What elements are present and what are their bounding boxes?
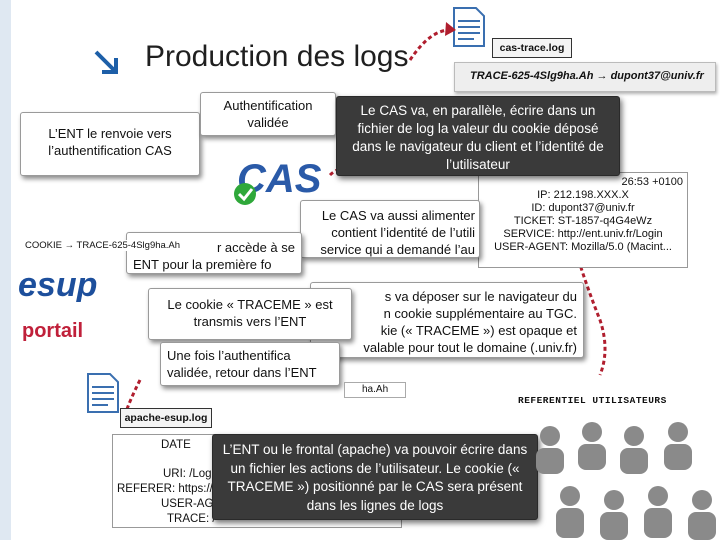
bubble-first-access: r accède à se ENT pour la première fo xyxy=(126,232,302,274)
cas-log-ticket: TICKET: ST-1857-q4G4eWz xyxy=(513,215,653,227)
document-icon xyxy=(87,373,119,413)
bubble-cas-cookie: s va déposer sur le navigateur du n cook… xyxy=(310,282,584,358)
esup-logo: esup xyxy=(18,266,97,302)
bubble-cas-parallel-text: Le CAS va, en parallèle, écrire dans un … xyxy=(352,103,604,172)
bubble-cas-also: Le CAS va aussi alimenter contient l’ide… xyxy=(300,200,480,258)
trace-mapping: TRACE-625-4Slg9ha.Ah → dupont37@univ.fr xyxy=(470,70,704,82)
bubble-back-to-ent-line2: validée, retour dans l’ENT xyxy=(167,365,317,380)
apache-log-url: URI: /Login xyxy=(163,468,221,480)
hidden-value-box: ha.Ah xyxy=(344,382,406,398)
cas-logo: CAS xyxy=(234,157,322,205)
cas-log-service: SERVICE: http://ent.univ.fr/Login xyxy=(503,228,663,240)
apache-log-referer: REFERER: https://v xyxy=(117,483,219,495)
slide-title: Production des logs xyxy=(145,40,409,73)
bubble-cas-parallel: Le CAS va, en parallèle, écrire dans un … xyxy=(336,96,620,176)
bubble-auth-validated-line1: Authentification xyxy=(223,98,313,113)
bubble-ent-redirect-text: L’ENT le renvoie vers l’authentification… xyxy=(48,126,172,158)
bubble-cas-cookie-line2: n cookie supplémentaire au TGC. xyxy=(383,306,577,321)
portail-logo: portail xyxy=(22,320,84,342)
document-icon xyxy=(453,7,485,47)
apache-log-trace: TRACE: / xyxy=(167,513,216,525)
sidebar-stripe xyxy=(0,0,11,540)
bubble-back-to-ent-line1: Une fois l’authentifica xyxy=(167,348,291,363)
bubble-cookie-sent: Le cookie « TRACEME » est transmis vers … xyxy=(148,288,352,340)
cas-log-time: 26:53 +0100 xyxy=(621,176,683,188)
cas-log-entry: 26:53 +0100 IP: 212.198.XXX.X ID: dupont… xyxy=(478,172,688,268)
users-icon-grid xyxy=(536,422,716,540)
referentiel-label: REFERENTIEL UTILISATEURS xyxy=(518,395,667,406)
bubble-apache-write-text: L’ENT ou le frontal (apache) va pouvoir … xyxy=(222,442,528,513)
bubble-cas-cookie-line1: s va déposer sur le navigateur du xyxy=(384,289,577,304)
cas-log-ip: IP: 212.198.XXX.X xyxy=(537,189,629,201)
cas-log-id: ID: dupont37@univ.fr xyxy=(531,202,635,214)
bubble-auth-validated-line2: validée xyxy=(247,115,289,130)
bubble-cas-also-line1: Le CAS va aussi alimenter xyxy=(321,208,475,223)
apache-log-date: DATE xyxy=(161,439,191,451)
cookie-mapping: COOKIE → TRACE-625-4Slg9ha.Ah xyxy=(25,240,181,251)
esup-logo-text: esup xyxy=(18,266,97,302)
apache-log-filename: apache-esup.log xyxy=(120,408,212,428)
cas-log-user-agent: USER-AGENT: Mozilla/5.0 (Macint... xyxy=(494,241,672,253)
cas-trace-filename: cas-trace.log xyxy=(492,38,572,58)
bubble-ent-redirect: L’ENT le renvoie vers l’authentification… xyxy=(20,112,200,176)
bubble-auth-validated: Authentification validée xyxy=(200,92,336,136)
bubble-cas-cookie-line3: kie (« TRACEME ») est opaque et xyxy=(380,323,577,338)
bubble-first-access-line2: ENT pour la première fo xyxy=(133,257,272,272)
bubble-cookie-sent-text: Le cookie « TRACEME » est transmis vers … xyxy=(167,297,333,329)
bubble-cas-cookie-line4: valable pour tout le domaine (.univ.fr) xyxy=(363,340,577,355)
bubble-back-to-ent: Une fois l’authentifica validée, retour … xyxy=(160,342,340,386)
bubble-cas-also-line3: service qui a demandé l’au xyxy=(320,242,475,257)
bubble-cas-also-line2: contient l’identité de l’utili xyxy=(331,225,475,240)
apache-log-user-agent: USER-AGE xyxy=(161,498,222,510)
arrow-bullet-icon xyxy=(94,50,118,74)
bubble-first-access-line1: r accède à se xyxy=(216,240,295,255)
bubble-apache-write: L’ENT ou le frontal (apache) va pouvoir … xyxy=(212,434,538,520)
hidden-value-fragment: ha.Ah xyxy=(362,384,389,395)
